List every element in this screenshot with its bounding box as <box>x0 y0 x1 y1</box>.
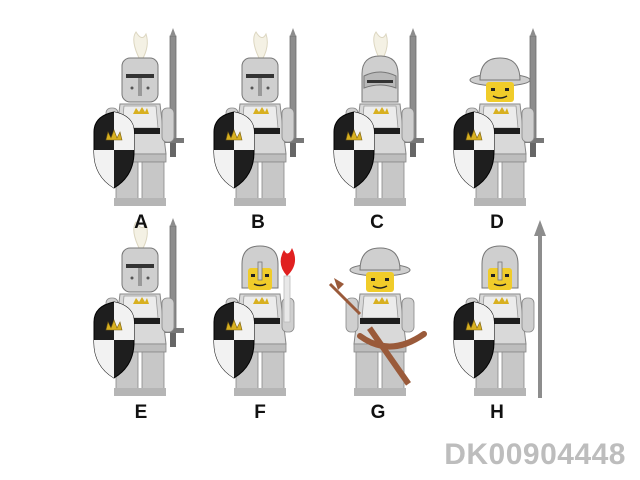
figure-label-b: B <box>251 212 265 233</box>
figure-label-c: C <box>370 212 384 233</box>
minifigure-h <box>440 218 560 408</box>
minifigure-illustration <box>333 28 424 206</box>
minifigure-illustration <box>453 220 546 398</box>
minifigure-a <box>80 28 200 218</box>
figure-label-e: E <box>134 402 148 423</box>
minifigure-e <box>80 218 200 408</box>
minifigure-g <box>320 218 440 408</box>
product-code: DK00904448 <box>444 438 626 471</box>
minifigure-b <box>200 28 320 218</box>
figure-label-f: F <box>254 402 266 423</box>
figure-label-g: G <box>370 402 386 423</box>
minifigure-illustration <box>93 28 184 206</box>
figure-label-h: H <box>490 402 504 423</box>
minifigure-illustration <box>213 28 304 206</box>
minifigure-illustration <box>213 245 296 396</box>
figure-label-a: A <box>134 212 148 233</box>
minifigure-c <box>320 28 440 218</box>
minifigure-illustration <box>328 247 427 396</box>
minifigure-f <box>200 218 320 408</box>
minifigure-illustration <box>93 218 184 396</box>
minifigure-illustration <box>453 28 544 206</box>
figure-label-d: D <box>490 212 504 233</box>
minifigure-d <box>440 28 560 218</box>
